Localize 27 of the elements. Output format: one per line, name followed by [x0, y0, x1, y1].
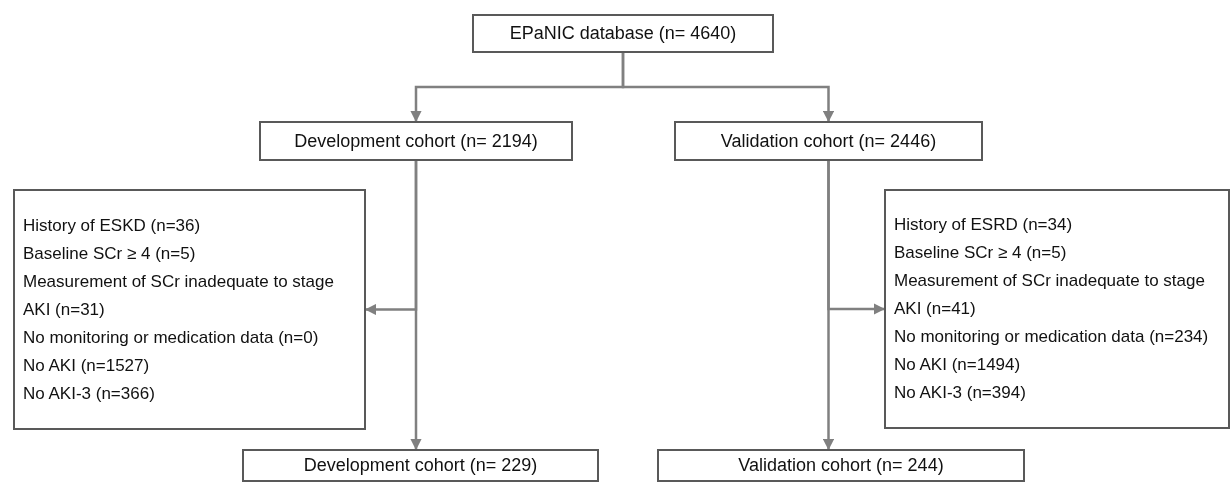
process-box [657, 449, 1025, 482]
exclusion-criterion: No AKI (n=1494) [894, 354, 1021, 376]
exclusion-criterion: Baseline SCr ≥ 4 (n=5) [23, 242, 196, 265]
process-box [242, 449, 599, 482]
box-label: Development cohort (n= 229) [303, 455, 538, 476]
exclusion-criterion: History of ESRD (n=34) [894, 214, 1073, 236]
exclusion-criterion: Measurement of SCr inadequate to stage AKI (n=41) [894, 270, 1206, 320]
exclusion-criterion: Baseline SCr ≥ 4 (n=5) [894, 242, 1067, 264]
arrow [827, 161, 886, 315]
exclusion-criterion: No monitoring or medication data (n=0) [23, 326, 319, 349]
exclusion-box [884, 189, 1230, 429]
exclusion-criterion: No AKI-3 (n=394) [894, 382, 1026, 404]
process-box [472, 14, 774, 53]
exclusion-criterion: No monitoring or medication data (n=234) [894, 326, 1209, 348]
box-label: EPaNIC database (n= 4640) [509, 23, 737, 44]
arrow [621, 53, 835, 123]
exclusion-criterion: No AKI (n=1527) [23, 354, 150, 377]
box-label: Validation cohort (n= 2446) [720, 130, 937, 152]
exclusion-criterion: History of ESKD (n=36) [23, 214, 201, 237]
exclusion-criterion: No AKI-3 (n=366) [23, 382, 155, 405]
arrow [364, 161, 418, 316]
box-label: Development cohort (n= 2194) [294, 130, 538, 152]
process-box [259, 121, 573, 161]
box-label: Validation cohort (n= 244) [738, 455, 944, 476]
process-box [674, 121, 983, 161]
exclusion-box [13, 189, 366, 430]
exclusion-criterion: Measurement of SCr inadequate to stage AKI (n=31) [23, 270, 335, 321]
